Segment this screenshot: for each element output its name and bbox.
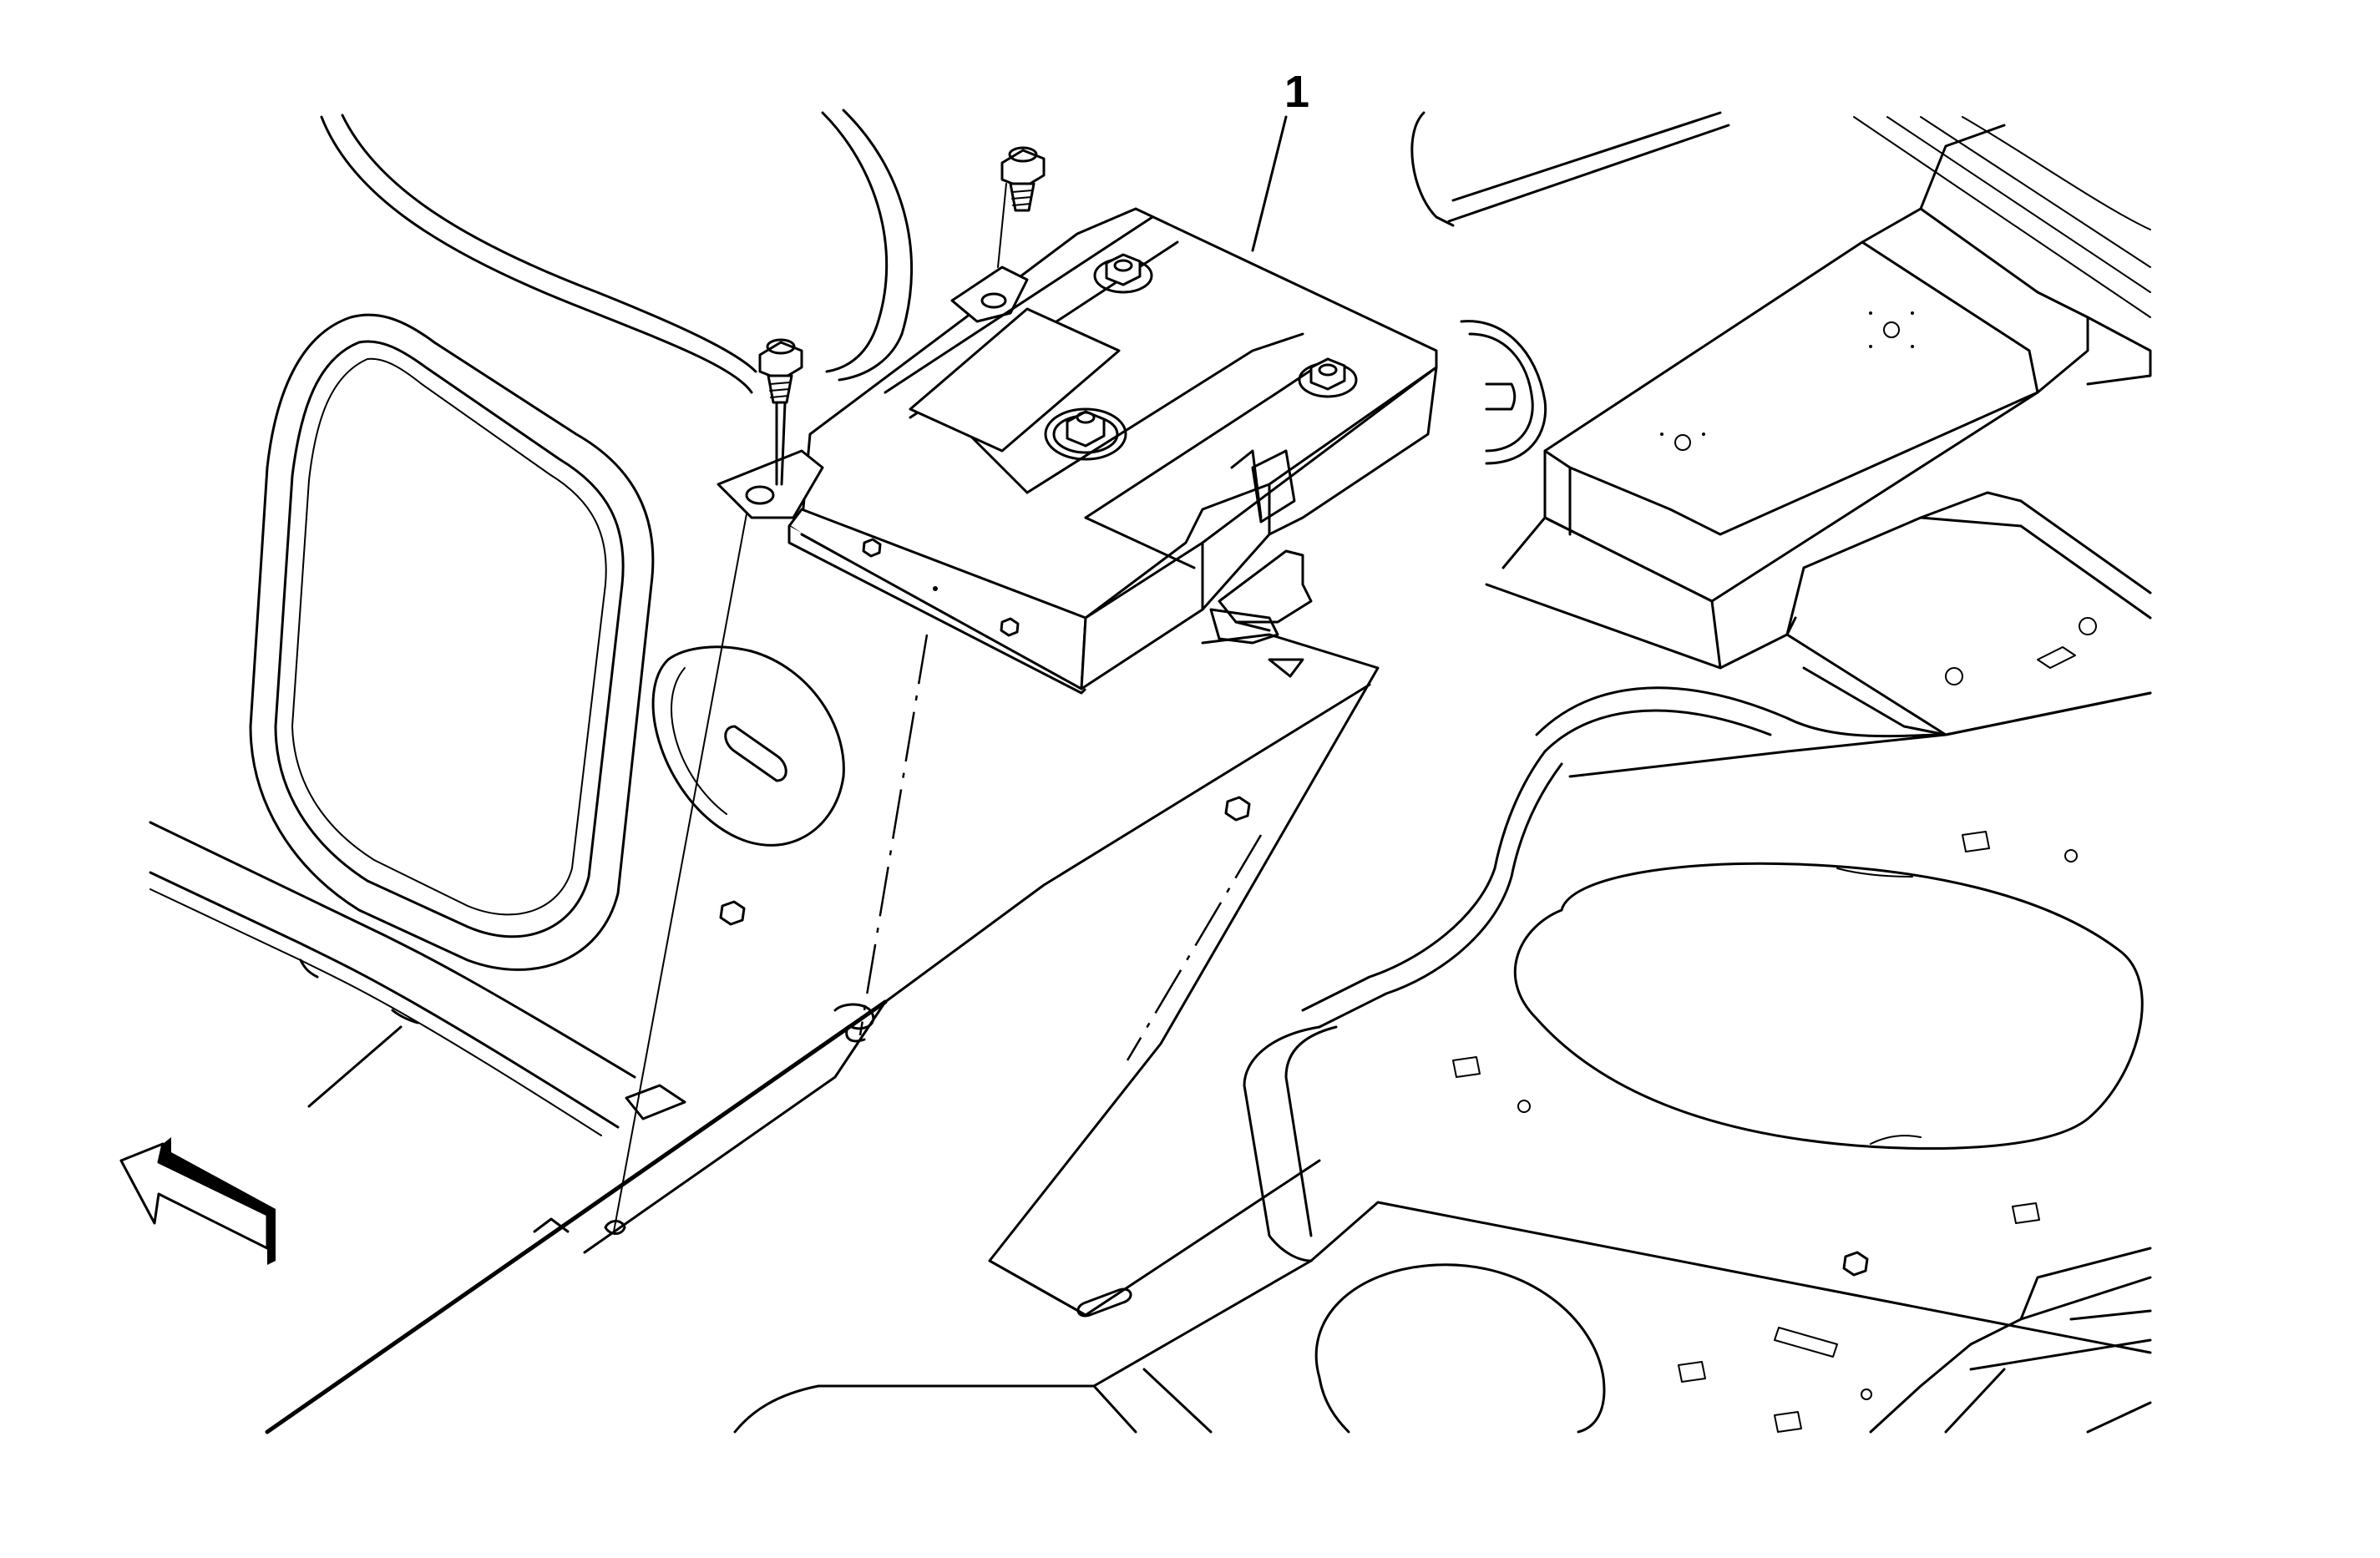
- bolt-icon: [1044, 407, 1127, 461]
- bolt-icon: [1000, 146, 1046, 212]
- bolt-icon: [1093, 253, 1153, 294]
- mounting-location-outline: [988, 633, 1380, 1318]
- front-direction-arrow-icon: [119, 1137, 276, 1265]
- left-trim-panel: [149, 109, 1371, 1434]
- bolt-icon: [758, 338, 803, 486]
- control-module: [717, 207, 1438, 695]
- callout-1: 1: [1251, 67, 1309, 252]
- bolt-icon: [1298, 357, 1358, 398]
- floor-structure: [733, 111, 2152, 1434]
- alignment-lines: [604, 183, 1007, 1235]
- callout-1-label: 1: [1284, 67, 1309, 117]
